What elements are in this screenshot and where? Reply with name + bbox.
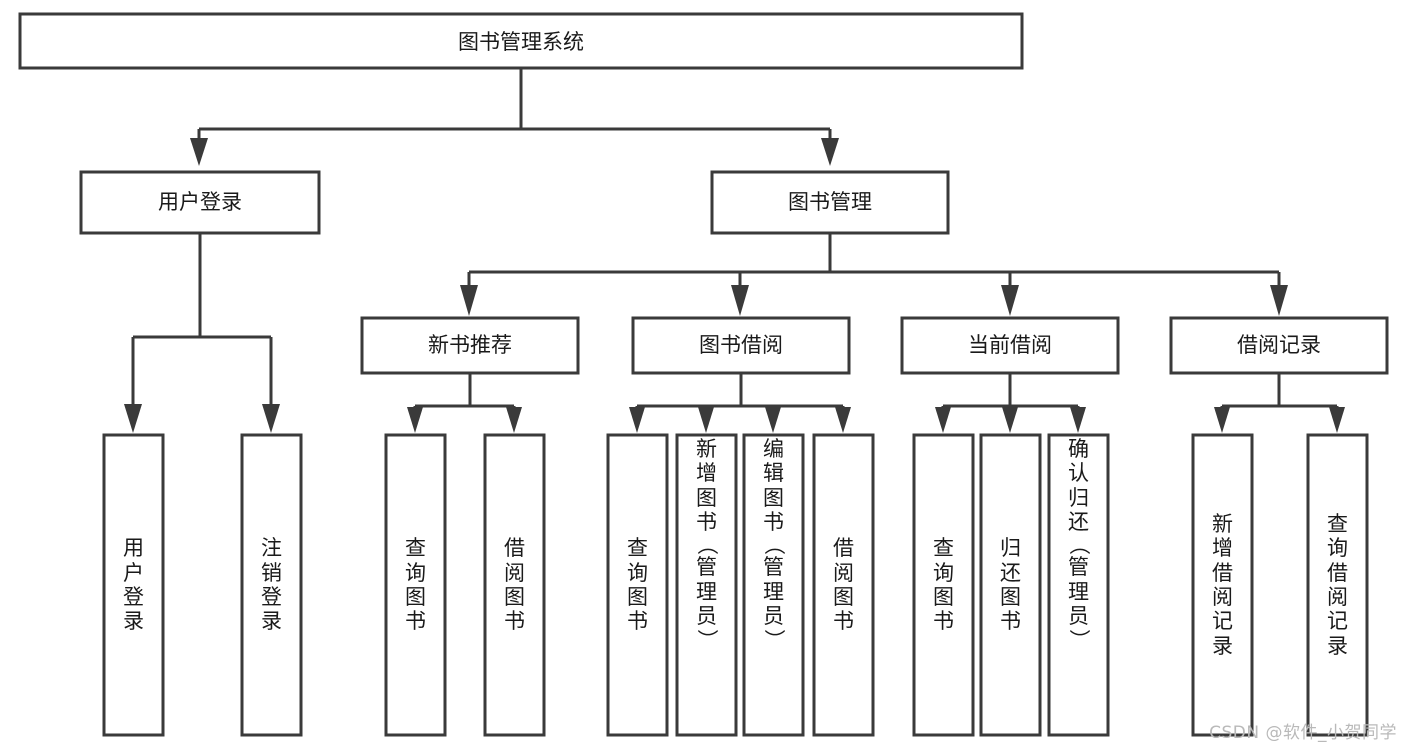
arrow-head-icon [460, 285, 478, 316]
arrow-head-icon [935, 407, 951, 433]
node-new-book-rec[interactable]: 新书推荐 [360, 316, 580, 375]
arrow-head-icon [821, 138, 839, 166]
node-borrow-record-label: 借阅记录 [1237, 333, 1321, 357]
node-current-borrow[interactable]: 当前借阅 [900, 316, 1120, 375]
node-leaf-return-book-box[interactable] [979, 433, 1042, 737]
arrow-head-icon [731, 285, 749, 316]
connector-user-login-to-leaves [124, 233, 280, 433]
arrow-head-icon [765, 407, 781, 433]
node-user-login[interactable]: 用户登录 [79, 170, 321, 235]
node-book-borrow-label: 图书借阅 [699, 333, 783, 357]
node-borrow-record[interactable]: 借阅记录 [1169, 316, 1389, 375]
node-user-login-box[interactable] [79, 170, 321, 235]
arrow-head-icon [190, 138, 208, 166]
node-leaf-logout-box[interactable] [240, 433, 303, 737]
arrow-head-icon [124, 404, 142, 433]
csdn-watermark: CSDN @软件_小贺同学 [1209, 723, 1397, 743]
connector-current-borrow-to-leaves [935, 373, 1086, 433]
node-leaf-query-book-1-box[interactable] [384, 433, 447, 737]
arrow-head-icon [1070, 407, 1086, 433]
node-leaf-add-book-box[interactable] [675, 433, 738, 737]
arrow-head-icon [506, 407, 522, 433]
connector-root-to-level2 [190, 68, 839, 166]
node-current-borrow-box[interactable] [900, 316, 1120, 375]
node-book-manage-label: 图书管理 [788, 190, 872, 214]
node-leaf-add-record-box[interactable] [1191, 433, 1254, 737]
node-root-box[interactable] [18, 12, 1024, 70]
connector-borrow-record-to-leaves [1214, 373, 1345, 433]
node-leaf-user-login-box[interactable] [102, 433, 165, 737]
node-book-manage[interactable]: 图书管理 [710, 170, 950, 235]
node-current-borrow-label: 当前借阅 [968, 333, 1052, 357]
node-user-login-label: 用户登录 [158, 190, 242, 214]
connector-book-manage-to-level3 [460, 233, 1288, 316]
arrow-head-icon [262, 404, 280, 433]
node-new-book-rec-label: 新书推荐 [428, 333, 512, 357]
node-leaf-query-book-2-box[interactable] [606, 433, 669, 737]
arrow-head-icon [1270, 285, 1288, 316]
arrow-head-icon [1002, 407, 1018, 433]
node-book-borrow[interactable]: 图书借阅 [631, 316, 851, 375]
arrow-head-icon [698, 407, 714, 433]
connector-new-book-rec-to-leaves [407, 373, 522, 433]
arrow-head-icon [835, 407, 851, 433]
node-leaf-confirm-return-box[interactable] [1047, 433, 1110, 737]
node-leaf-query-record-box[interactable] [1306, 433, 1369, 737]
arrow-head-icon [629, 407, 645, 433]
node-root[interactable]: 图书管理系统 [18, 12, 1024, 70]
node-leaf-borrow-book-2-box[interactable] [812, 433, 875, 737]
arrow-head-icon [407, 407, 423, 433]
node-leaf-borrow-book-1-box[interactable] [483, 433, 546, 737]
arrow-head-icon [1329, 407, 1345, 433]
node-leaf-query-book-3-box[interactable] [912, 433, 975, 737]
arrow-head-icon [1214, 407, 1230, 433]
connector-book-borrow-to-leaves [629, 373, 851, 433]
node-new-book-rec-box[interactable] [360, 316, 580, 375]
arrow-head-icon [1001, 285, 1019, 316]
node-root-label: 图书管理系统 [458, 30, 584, 54]
node-leaf-edit-book-box[interactable] [742, 433, 805, 737]
